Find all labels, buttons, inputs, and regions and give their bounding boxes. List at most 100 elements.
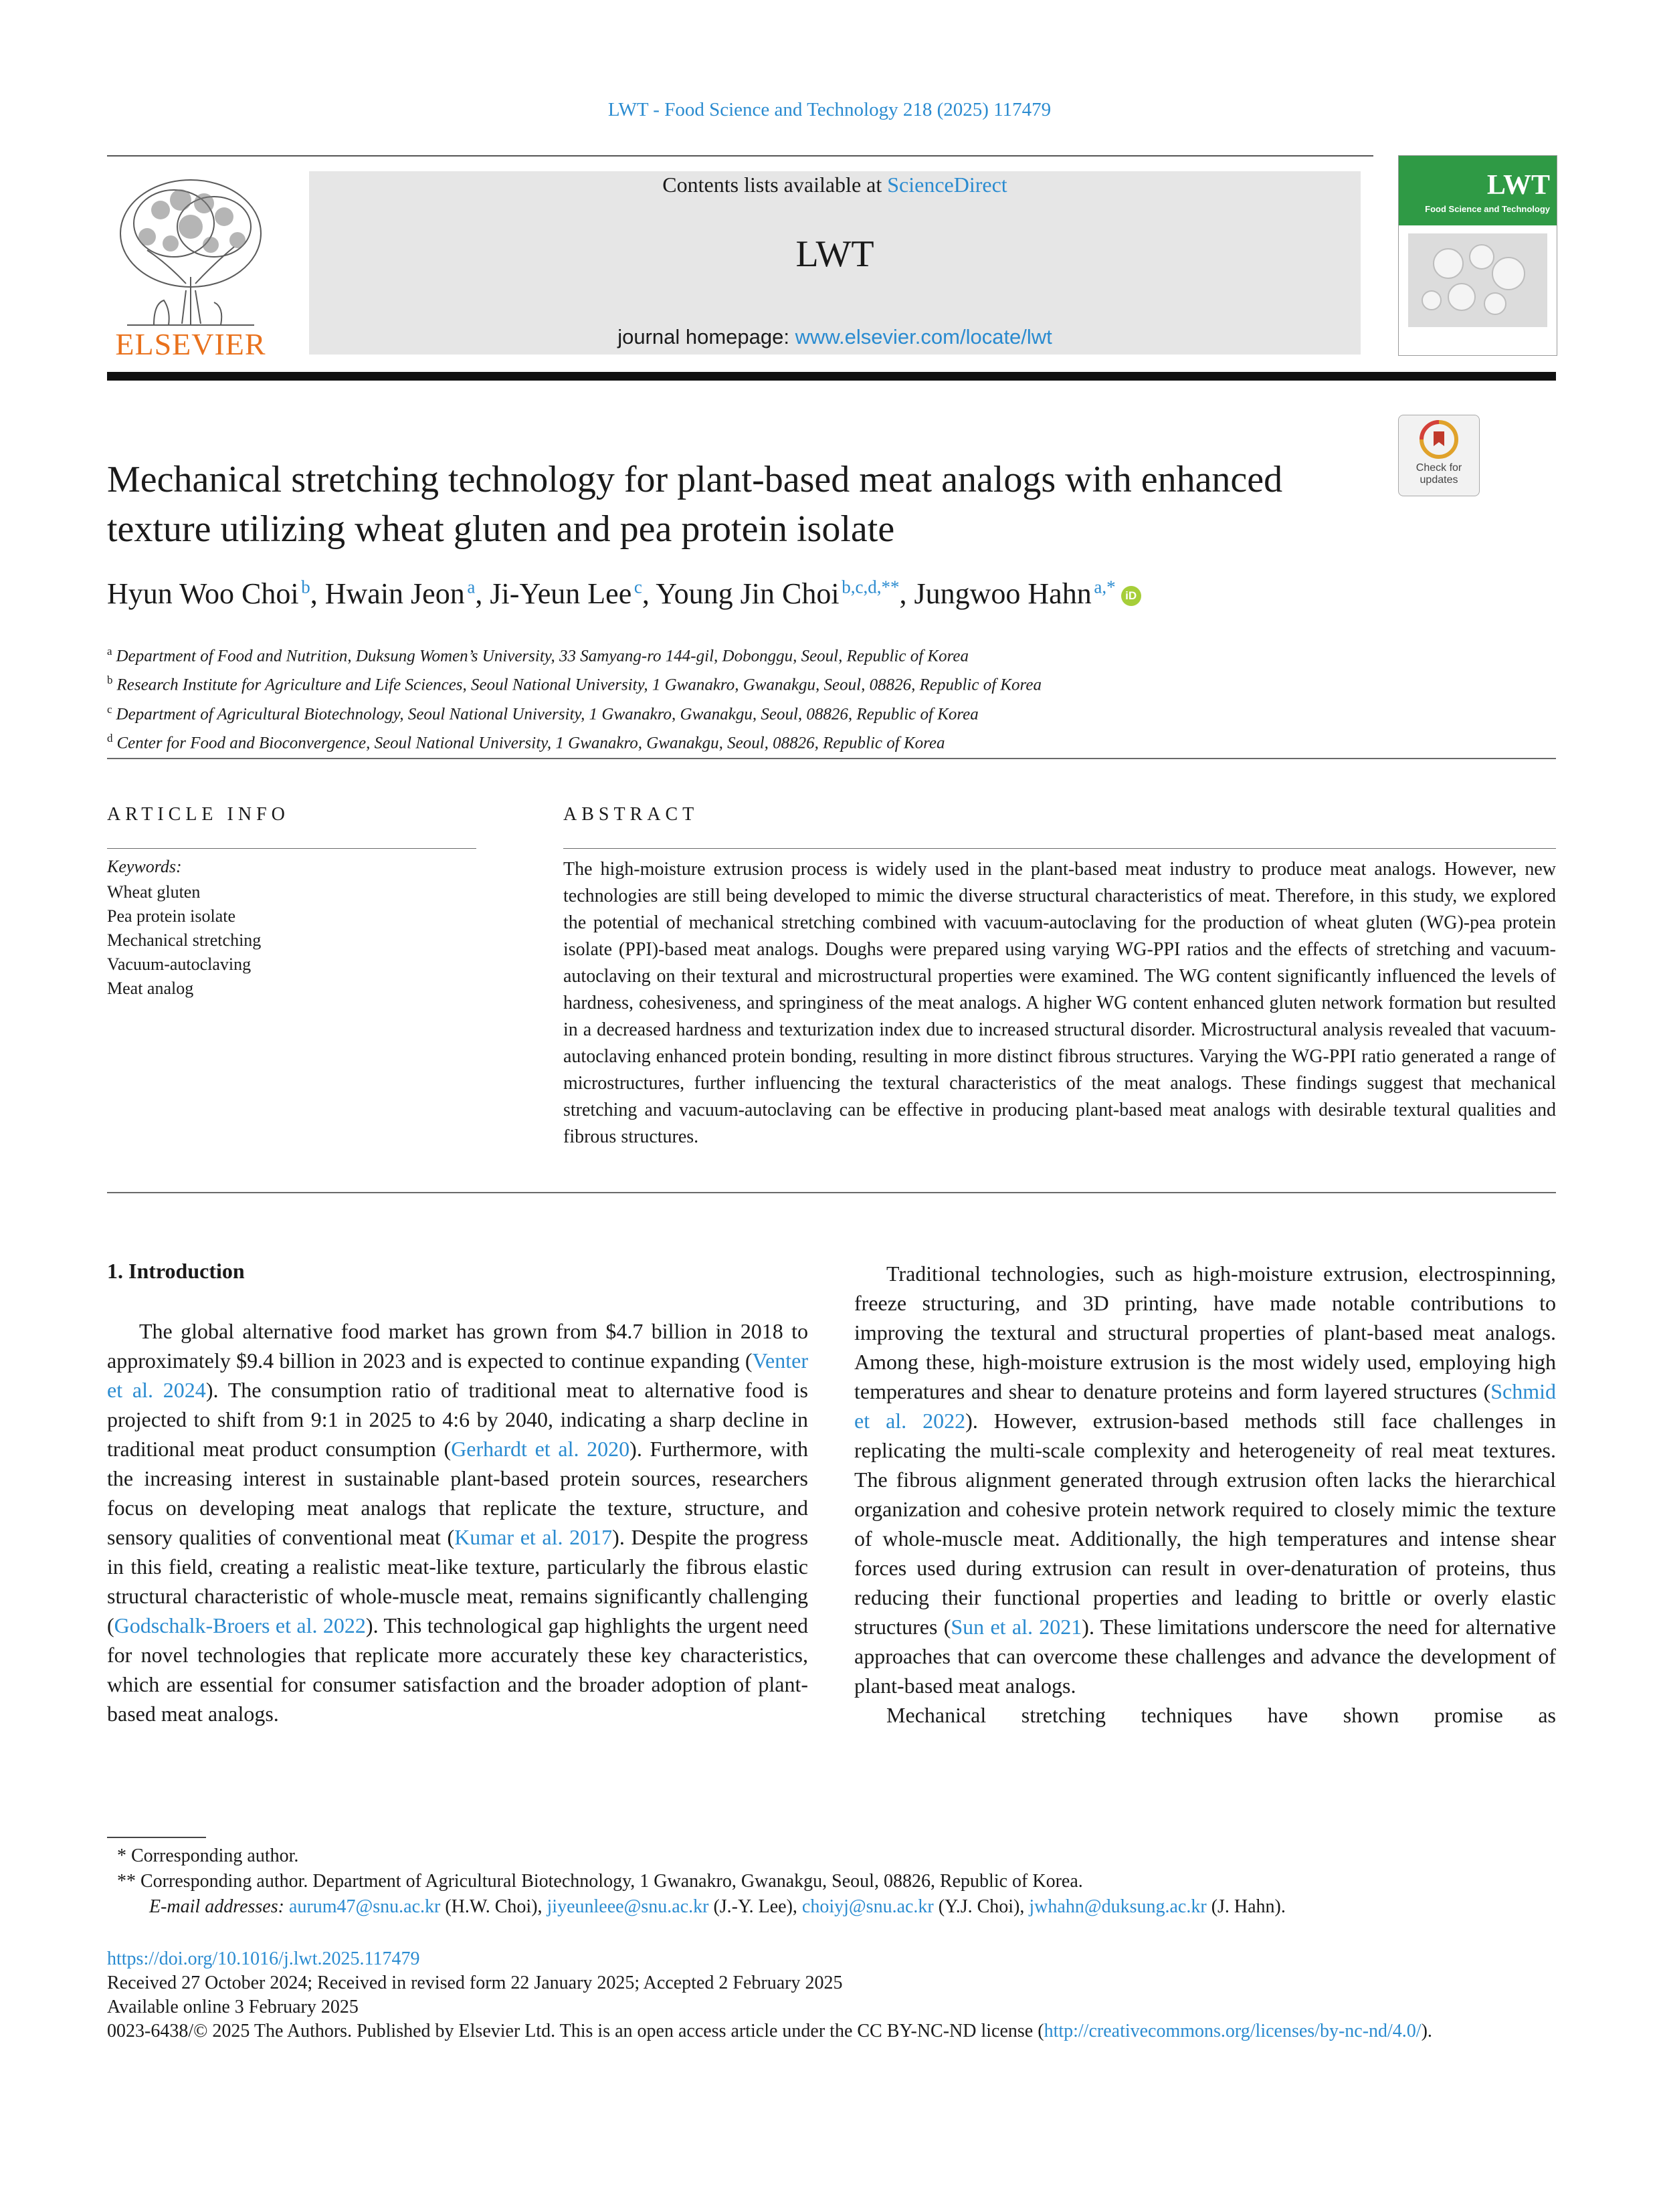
author-name[interactable]: Hyun Woo Choi: [107, 577, 299, 610]
email-owner: (H.W. Choi),: [445, 1896, 543, 1917]
email-owner: (Y.J. Choi),: [938, 1896, 1025, 1917]
affiliation-mark: b: [107, 674, 113, 687]
keyword-list: Wheat gluten Pea protein isolate Mechani…: [107, 880, 261, 1001]
citation-link[interactable]: Sun et al. 2021: [951, 1615, 1082, 1639]
email-label: E-mail addresses:: [149, 1896, 284, 1917]
doi-link[interactable]: https://doi.org/10.1016/j.lwt.2025.11747…: [107, 1948, 420, 1969]
email-link[interactable]: aurum47@snu.ac.kr: [288, 1896, 441, 1917]
elsevier-wordmark: ELSEVIER: [115, 327, 266, 361]
keyword-item: Meat analog: [107, 979, 194, 998]
author-list: Hyun Woo Choi b, Hwain Jeon a, Ji-Yeun L…: [107, 577, 1556, 611]
text-run: ). These limitations underscore the need…: [854, 1615, 1557, 1698]
contents-line: Contents lists available at ScienceDirec…: [309, 173, 1361, 197]
email-link[interactable]: jiyeunleee@snu.ac.kr: [547, 1896, 709, 1917]
journal-homepage-link[interactable]: www.elsevier.com/locate/lwt: [795, 325, 1052, 348]
footnote-rule: [107, 1837, 206, 1838]
article-info-heading: ARTICLE INFO: [107, 804, 290, 825]
affiliation-mark: a: [107, 645, 112, 658]
text-run: Traditional technologies, such as high-m…: [854, 1262, 1556, 1403]
text-run: ). The consumption ratio of traditional …: [107, 1378, 809, 1461]
text-run: The global alternative food market has g…: [107, 1319, 808, 1373]
journal-homepage-line: journal homepage: www.elsevier.com/locat…: [309, 325, 1361, 349]
masthead-bottom-rule: [107, 372, 1556, 381]
affiliation-text: Department of Agricultural Biotechnology…: [116, 704, 979, 723]
sciencedirect-link[interactable]: ScienceDirect: [887, 173, 1007, 197]
keywords-label: Keywords:: [107, 857, 182, 876]
citation-link[interactable]: Schmid et al. 2022: [854, 1379, 1556, 1433]
section-heading-introduction: 1. Introduction: [107, 1259, 245, 1283]
affiliation-text: Department of Food and Nutrition, Duksun…: [116, 647, 969, 666]
paragraph: The global alternative food market has g…: [107, 1316, 808, 1728]
cover-title: LWT: [1486, 170, 1550, 201]
keyword-item: Wheat gluten: [107, 882, 201, 902]
contents-prefix: Contents lists available at: [662, 173, 882, 197]
affiliation-text: Research Institute for Agriculture and L…: [116, 676, 1042, 694]
citation-link[interactable]: Kumar et al. 2017: [454, 1525, 613, 1549]
text-run: ). This technological gap highlights the…: [107, 1613, 809, 1726]
abstract-text: The high-moisture extrusion process is w…: [563, 859, 1556, 1147]
article-title: Mechanical stretching technology for pla…: [107, 459, 1283, 550]
check-updates-icon: [1420, 420, 1458, 459]
email-owner: (J. Hahn).: [1211, 1896, 1286, 1917]
affiliation-text: Center for Food and Bioconvergence, Seou…: [116, 734, 945, 752]
running-header[interactable]: LWT - Food Science and Technology 218 (2…: [607, 99, 1052, 120]
author-affil-mark[interactable]: a: [467, 577, 476, 597]
email-owner: (J.-Y. Lee),: [713, 1896, 797, 1917]
publication-info: https://doi.org/10.1016/j.lwt.2025.11747…: [107, 1947, 1556, 2043]
elsevier-tree-logo-icon: [120, 179, 262, 326]
citation-link[interactable]: Gerhardt et al. 2020: [451, 1437, 630, 1461]
footnote-corresponding: * Corresponding author.: [117, 1845, 299, 1866]
affiliation-item: a Department of Food and Nutrition, Duksu…: [107, 639, 1556, 668]
author-name[interactable]: Jungwoo Hahn: [914, 577, 1092, 610]
cover-subtitle: Food Science and Technology: [1425, 204, 1550, 214]
license-text: 0023-6438/© 2025 The Authors. Published …: [107, 2021, 1044, 2041]
author-name[interactable]: Hwain Jeon: [324, 577, 465, 610]
body-column-right: Traditional technologies, such as high-m…: [854, 1259, 1556, 1730]
author-affil-mark[interactable]: a,*: [1094, 577, 1116, 597]
footnote-emails: E-mail addresses: aurum47@snu.ac.kr (H.W…: [117, 1894, 1556, 1920]
received-dates: Received 27 October 2024; Received in re…: [107, 1973, 843, 1993]
text-run: ). Furthermore, with the increasing inte…: [107, 1437, 809, 1549]
homepage-prefix: journal homepage:: [617, 325, 789, 348]
author-affil-mark[interactable]: b: [301, 577, 310, 597]
author-name[interactable]: Young Jin Choi: [656, 577, 840, 610]
abstract-heading: ABSTRACT: [563, 804, 699, 825]
citation-link[interactable]: Venter et al. 2024: [107, 1348, 808, 1402]
footnote-corresponding-2: ** Corresponding author. Department of A…: [117, 1871, 1083, 1892]
citation-link[interactable]: Godschalk-Broers et al. 2022: [114, 1613, 366, 1637]
article-info-divider: [107, 848, 476, 849]
abstract-bottom-divider: [107, 1192, 1556, 1193]
keyword-item: Vacuum-autoclaving: [107, 954, 252, 974]
check-updates-label: Check for updates: [1416, 462, 1462, 486]
journal-name: LWT: [795, 233, 874, 275]
keyword-item: Pea protein isolate: [107, 906, 236, 926]
body-column-left: The global alternative food market has g…: [107, 1316, 808, 1728]
masthead-panel: [309, 171, 1361, 355]
affiliation-mark: d: [107, 731, 113, 744]
license-end: ).: [1421, 2021, 1432, 2041]
check-for-updates-badge[interactable]: Check for updates: [1398, 415, 1480, 496]
author-affil-mark[interactable]: b,c,d,**: [842, 577, 900, 597]
license-link[interactable]: http://creativecommons.org/licenses/by-n…: [1044, 2021, 1422, 2041]
keyword-item: Mechanical stretching: [107, 930, 262, 950]
author-affil-mark[interactable]: c: [633, 577, 642, 597]
available-online-date: Available online 3 February 2025: [107, 1997, 359, 2017]
masthead-top-rule: [107, 155, 1373, 157]
journal-cover-thumbnail[interactable]: LWT Food Science and Technology: [1398, 155, 1557, 356]
affiliation-mark: c: [107, 702, 112, 716]
affiliation-item: c Department of Agricultural Biotechnolog…: [107, 698, 1556, 726]
email-link[interactable]: choiyj@snu.ac.kr: [801, 1896, 934, 1917]
text-run: ). However, extrusion-based methods stil…: [854, 1409, 1557, 1639]
cover-band: [1399, 156, 1557, 225]
email-link[interactable]: jwhahn@duksung.ac.kr: [1029, 1896, 1207, 1917]
cover-artwork-icon: [1408, 233, 1547, 327]
abstract-divider: [563, 848, 1556, 849]
author-name[interactable]: Ji-Yeun Lee: [490, 577, 632, 610]
paragraph: Mechanical stretching techniques have sh…: [886, 1703, 1556, 1727]
license-line: 0023-6438/© 2025 The Authors. Published …: [107, 2019, 1556, 2043]
affiliations-divider: [107, 758, 1556, 759]
orcid-icon[interactable]: iD: [1120, 586, 1141, 606]
footnotes: * Corresponding author. ** Corresponding…: [117, 1843, 1556, 1920]
